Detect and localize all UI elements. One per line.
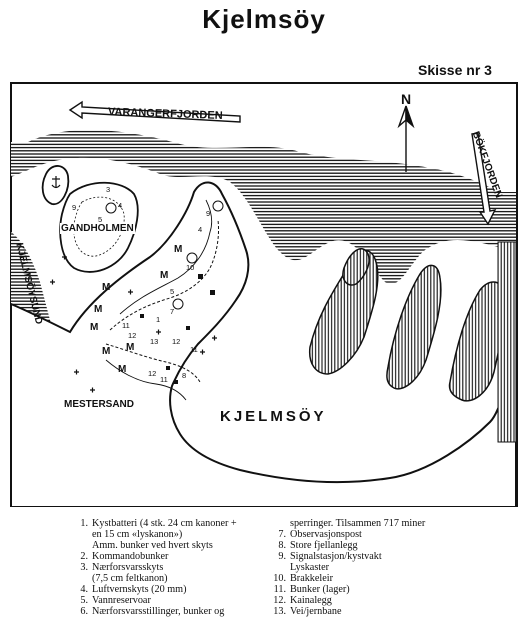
legend-item: 11.Bunker (lager) bbox=[273, 584, 350, 595]
kjelmsoy-land bbox=[10, 181, 517, 507]
svg-text:8: 8 bbox=[182, 371, 186, 380]
north-label: N bbox=[401, 91, 412, 107]
contour-1 bbox=[119, 199, 213, 315]
ridge-2 bbox=[386, 264, 442, 390]
svg-text:10: 10 bbox=[186, 263, 194, 272]
legend-item: 8.Store fjellanlegg bbox=[278, 540, 358, 551]
legend-item: 7.Observasjonspost bbox=[278, 529, 362, 540]
svg-text:5: 5 bbox=[170, 287, 174, 296]
sketch-label: Skisse nr 3 bbox=[418, 62, 492, 78]
legend-item: 2.Kommandobunker bbox=[80, 551, 169, 562]
legend-item: 9.Signalstasjon/kystvakt Lyskaster bbox=[278, 551, 382, 573]
svg-text:M: M bbox=[90, 322, 98, 333]
svg-text:M: M bbox=[174, 244, 182, 255]
svg-text:M: M bbox=[94, 304, 102, 315]
svg-text:9: 9 bbox=[206, 209, 210, 218]
svg-text:4: 4 bbox=[198, 225, 202, 234]
legend-item: 6.Nærforsvarsstillinger, bunker og bbox=[80, 606, 225, 617]
svg-text:M: M bbox=[118, 364, 126, 375]
ridge-4 bbox=[342, 248, 370, 286]
svg-text:M: M bbox=[126, 342, 134, 353]
gandholmen-contour bbox=[73, 196, 125, 257]
svg-text:13: 13 bbox=[150, 337, 158, 346]
svg-text:7: 7 bbox=[170, 307, 174, 316]
svg-text:11: 11 bbox=[160, 375, 168, 384]
svg-text:M: M bbox=[160, 270, 168, 281]
svg-text:5: 5 bbox=[98, 215, 102, 224]
map-numbers: 9 3 4 5 9 4 10 5 7 1 12 11 12 13 8 11 12… bbox=[72, 185, 210, 384]
svg-text:12: 12 bbox=[128, 331, 136, 340]
svg-text:3: 3 bbox=[106, 185, 110, 194]
bunker-symbols bbox=[140, 274, 215, 384]
svg-text:12: 12 bbox=[148, 369, 156, 378]
legend-item: 12.Kainalegg bbox=[273, 595, 332, 606]
road-line-2 bbox=[105, 343, 201, 383]
label-gandholmen: GANDHOLMEN bbox=[60, 223, 135, 234]
legend-column-left: 1.Kystbatteri (4 stk. 24 cm kanoner + en… bbox=[70, 518, 260, 617]
mine-markers bbox=[50, 254, 217, 393]
svg-text:11: 11 bbox=[190, 345, 198, 354]
page-title: Kjelmsöy bbox=[202, 4, 326, 34]
svg-text:9: 9 bbox=[72, 203, 76, 212]
svg-text:11: 11 bbox=[122, 321, 130, 330]
map-drawing: M M M M M M M M 9 3 4 5 9 4 10 5 7 1 12 … bbox=[10, 82, 518, 507]
legend-item: 13.Vei/jernbane bbox=[273, 606, 342, 617]
svg-text:4: 4 bbox=[118, 201, 122, 210]
legend-item: 4.Luftvernskyts (20 mm) bbox=[80, 584, 187, 595]
legend-item: 5.Vannreservoar bbox=[80, 595, 151, 606]
map: M M M M M M M M 9 3 4 5 9 4 10 5 7 1 12 … bbox=[10, 82, 518, 507]
bokfjorden-arrow bbox=[471, 132, 497, 226]
label-kjelmsoy: KJELMSÖY bbox=[220, 408, 327, 425]
svg-text:1: 1 bbox=[156, 315, 160, 324]
mainland-hatched bbox=[11, 129, 516, 285]
east-coast-hatched bbox=[497, 241, 517, 443]
label-mestersand: MESTERSAND bbox=[64, 399, 135, 410]
varanger-arrow bbox=[68, 100, 241, 123]
road-line bbox=[109, 219, 219, 331]
contour-2 bbox=[105, 359, 187, 401]
north-arrow-icon bbox=[397, 105, 415, 172]
battery-symbols bbox=[105, 200, 224, 310]
svg-text:M: M bbox=[102, 346, 110, 357]
legend-column-right: sperringer. Tilsammen 717 miner 7.Observ… bbox=[268, 518, 498, 617]
anchor-icon bbox=[51, 176, 61, 189]
minefield-letters: M M M M M M M M bbox=[90, 244, 182, 375]
svg-text:12: 12 bbox=[172, 337, 180, 346]
svg-text:M: M bbox=[102, 282, 110, 293]
legend-item: 10.Brakkeleir bbox=[273, 573, 333, 584]
legend-item: 3.Nærforsvarsskyts (7,5 cm feltkanon) bbox=[80, 562, 168, 584]
legend-item: sperringer. Tilsammen 717 miner bbox=[290, 518, 426, 529]
legend-item: 1.Kystbatteri (4 stk. 24 cm kanoner + en… bbox=[80, 518, 237, 551]
